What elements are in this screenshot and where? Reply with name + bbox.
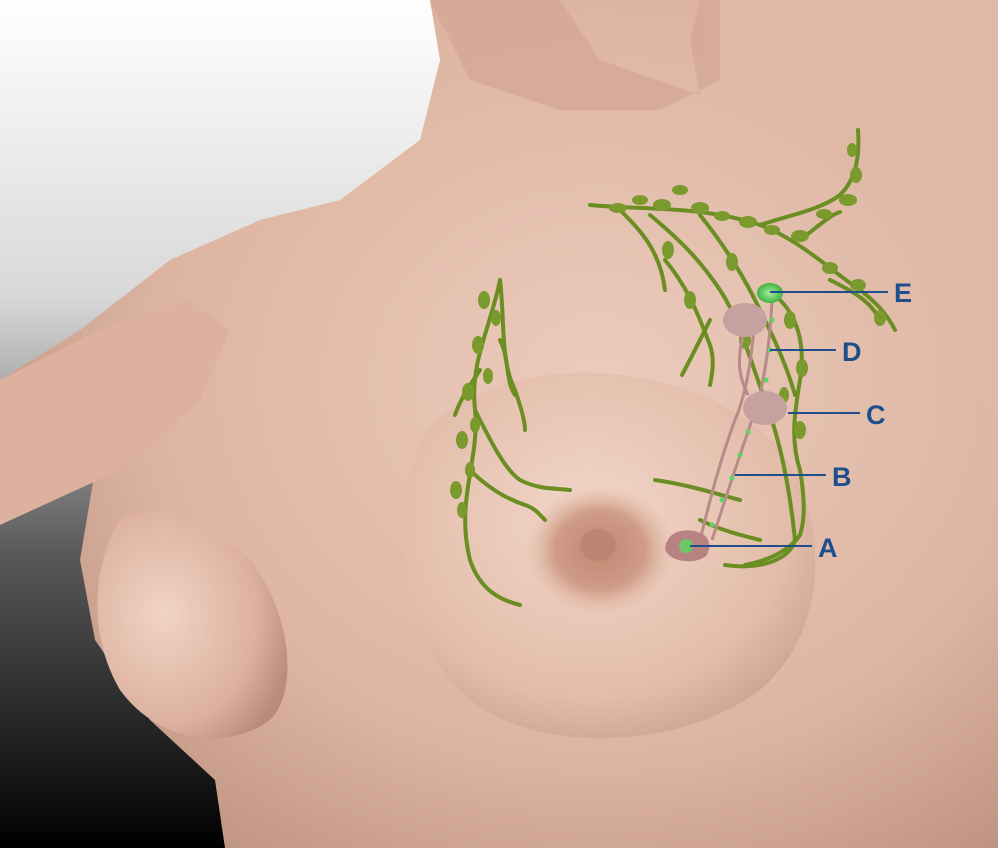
nipple <box>580 529 616 561</box>
label-a: A <box>818 533 838 563</box>
lymph-node-c <box>743 391 787 425</box>
lymph-node-d <box>723 303 767 337</box>
label-d: D <box>842 337 862 367</box>
label-c: C <box>866 400 886 430</box>
label-e: E <box>894 278 912 308</box>
label-b: B <box>832 462 852 492</box>
